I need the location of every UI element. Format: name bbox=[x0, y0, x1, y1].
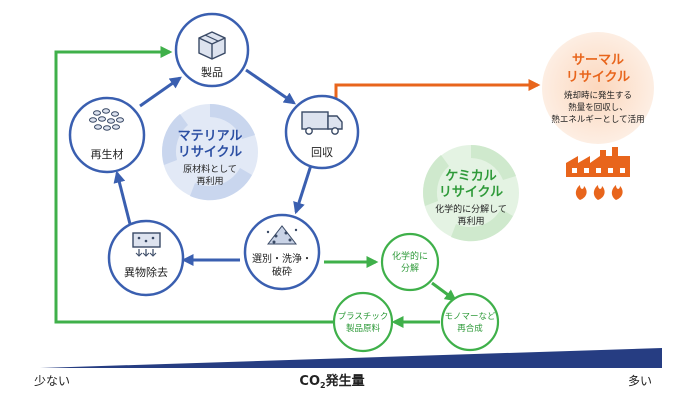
node-collect-label: 回収 bbox=[311, 146, 333, 159]
chemical-desc-2: 再利用 bbox=[457, 215, 484, 227]
flakes-icon bbox=[266, 225, 298, 245]
green-return-arrow bbox=[54, 46, 336, 324]
node-removal: 異物除去 bbox=[107, 219, 185, 297]
pellets-icon bbox=[89, 108, 124, 131]
material-desc-1: 原材料として bbox=[183, 163, 237, 175]
node-sort-label-1: 選別・洗浄・ bbox=[252, 252, 312, 265]
node-monomer-label-1: モノマーなど bbox=[444, 312, 496, 322]
node-removal-label: 異物除去 bbox=[124, 265, 168, 279]
arrow-chem-to-monomer bbox=[431, 281, 457, 302]
node-chem-label-1: 化学的に bbox=[392, 250, 428, 262]
thermal-desc-3: 熱エネルギーとして活用 bbox=[551, 114, 644, 125]
node-plastic-label-1: プラスチック bbox=[338, 312, 389, 322]
orange-thermal-arrow bbox=[334, 79, 541, 108]
node-recycled-label: 再生材 bbox=[91, 147, 124, 161]
co2-wedge bbox=[40, 348, 662, 368]
arrow-collect-to-sort bbox=[293, 161, 314, 215]
chemical-title-2: リサイクル bbox=[439, 185, 503, 200]
node-monomer: モノマーなど 再合成 bbox=[440, 292, 500, 352]
node-plastic-label-2: 製品原料 bbox=[346, 323, 381, 334]
node-sort-label-2: 破砕 bbox=[272, 265, 292, 278]
arrow-removal-to-recycled bbox=[113, 170, 132, 225]
thermal-desc-1: 焼却時に発生する bbox=[564, 90, 632, 101]
node-chem-decompose: 化学的に 分解 bbox=[380, 232, 440, 292]
arrow-product-to-collect bbox=[245, 68, 296, 105]
material-title-2: リサイクル bbox=[178, 145, 242, 160]
factory-fire-icon bbox=[566, 147, 630, 200]
axis-left-label: 少ない bbox=[34, 374, 70, 388]
node-chem-label-2: 分解 bbox=[401, 262, 419, 274]
node-collect: 回収 bbox=[284, 94, 360, 170]
axis-center-sub: 2 bbox=[320, 381, 326, 390]
node-product: 製品 bbox=[174, 12, 250, 88]
filter-icon bbox=[132, 232, 161, 257]
axis-right-label: 多い bbox=[628, 374, 652, 388]
node-recycled: 再生材 bbox=[68, 96, 146, 174]
thermal-recycle-swirl bbox=[542, 32, 654, 144]
box-icon bbox=[198, 31, 226, 60]
material-recycle-swirl bbox=[162, 103, 258, 201]
chemical-title-1: ケミカル bbox=[445, 169, 497, 184]
chemical-recycle-swirl bbox=[423, 144, 519, 242]
axis-center-label: CO2発生量 bbox=[299, 373, 364, 390]
thermal-title-1: サーマル bbox=[572, 53, 624, 68]
truck-icon bbox=[301, 111, 343, 135]
arrow-recycled-to-product bbox=[139, 76, 182, 108]
material-desc-2: 再利用 bbox=[196, 175, 223, 187]
node-product-label: 製品 bbox=[201, 65, 223, 79]
material-title-1: マテリアル bbox=[178, 129, 243, 144]
thermal-desc-2: 熱量を回収し、 bbox=[568, 102, 628, 113]
node-monomer-label-2: 再合成 bbox=[457, 323, 483, 334]
axis-center-rest: 発生量 bbox=[325, 373, 365, 389]
chemical-desc-1: 化学的に分解して bbox=[435, 203, 507, 215]
axis-center-co: CO bbox=[299, 374, 320, 389]
node-plastic: プラスチック 製品原料 bbox=[332, 291, 394, 353]
node-sort: 選別・洗浄・ 破砕 bbox=[243, 213, 321, 291]
thermal-title-2: リサイクル bbox=[566, 70, 630, 85]
